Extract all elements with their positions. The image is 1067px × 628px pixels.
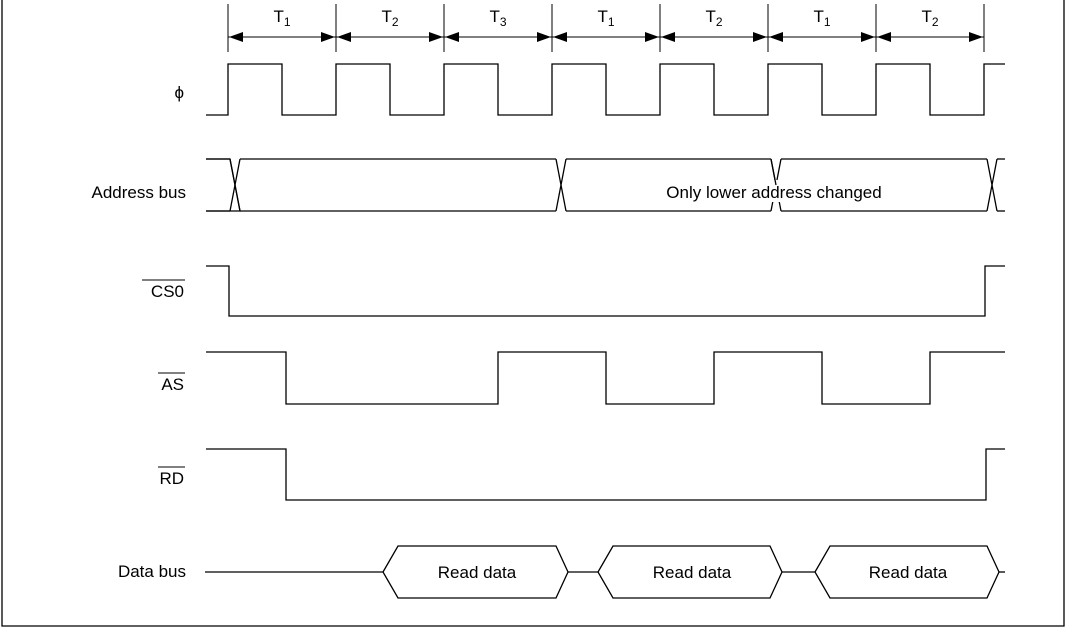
- state-label-t2: T2: [381, 7, 398, 29]
- signal-label-address-bus: Address bus: [92, 183, 187, 202]
- read-data-label: Read data: [438, 563, 517, 582]
- read-data-label: Read data: [653, 563, 732, 582]
- state-label-t1: T1: [273, 7, 290, 29]
- state-boundary-ticks: [227, 4, 985, 52]
- timing-state-markers: T1 T2 T3 T1 T2 T1 T2: [227, 4, 985, 52]
- signal-label-as: AS: [161, 375, 184, 394]
- address-cross-upper: [770, 158, 777, 186]
- read-data-label: Read data: [869, 563, 948, 582]
- signal-label-cs0: CS0: [151, 282, 184, 301]
- signal-label-data-bus: Data bus: [118, 562, 186, 581]
- address-note-backdrop: [760, 180, 790, 202]
- state-label-t1: T1: [813, 7, 830, 29]
- signal-label-phi: ϕ: [174, 83, 184, 102]
- data-bus-waveform: [205, 545, 1005, 599]
- state-label-t2: T2: [705, 7, 722, 29]
- state-label-t1: T1: [597, 7, 614, 29]
- state-label-t2: T2: [921, 7, 938, 29]
- phi-clock-waveform: [206, 63, 1005, 116]
- state-arrows: [228, 32, 984, 42]
- address-bus-waveform: [206, 158, 1005, 212]
- rd-waveform: [206, 448, 1005, 501]
- state-label-t3: T3: [489, 7, 506, 29]
- as-waveform: [206, 351, 1005, 405]
- cs0-waveform: [206, 265, 1005, 317]
- signal-label-rd: RD: [159, 469, 184, 488]
- address-bus-note: Only lower address changed: [666, 183, 881, 202]
